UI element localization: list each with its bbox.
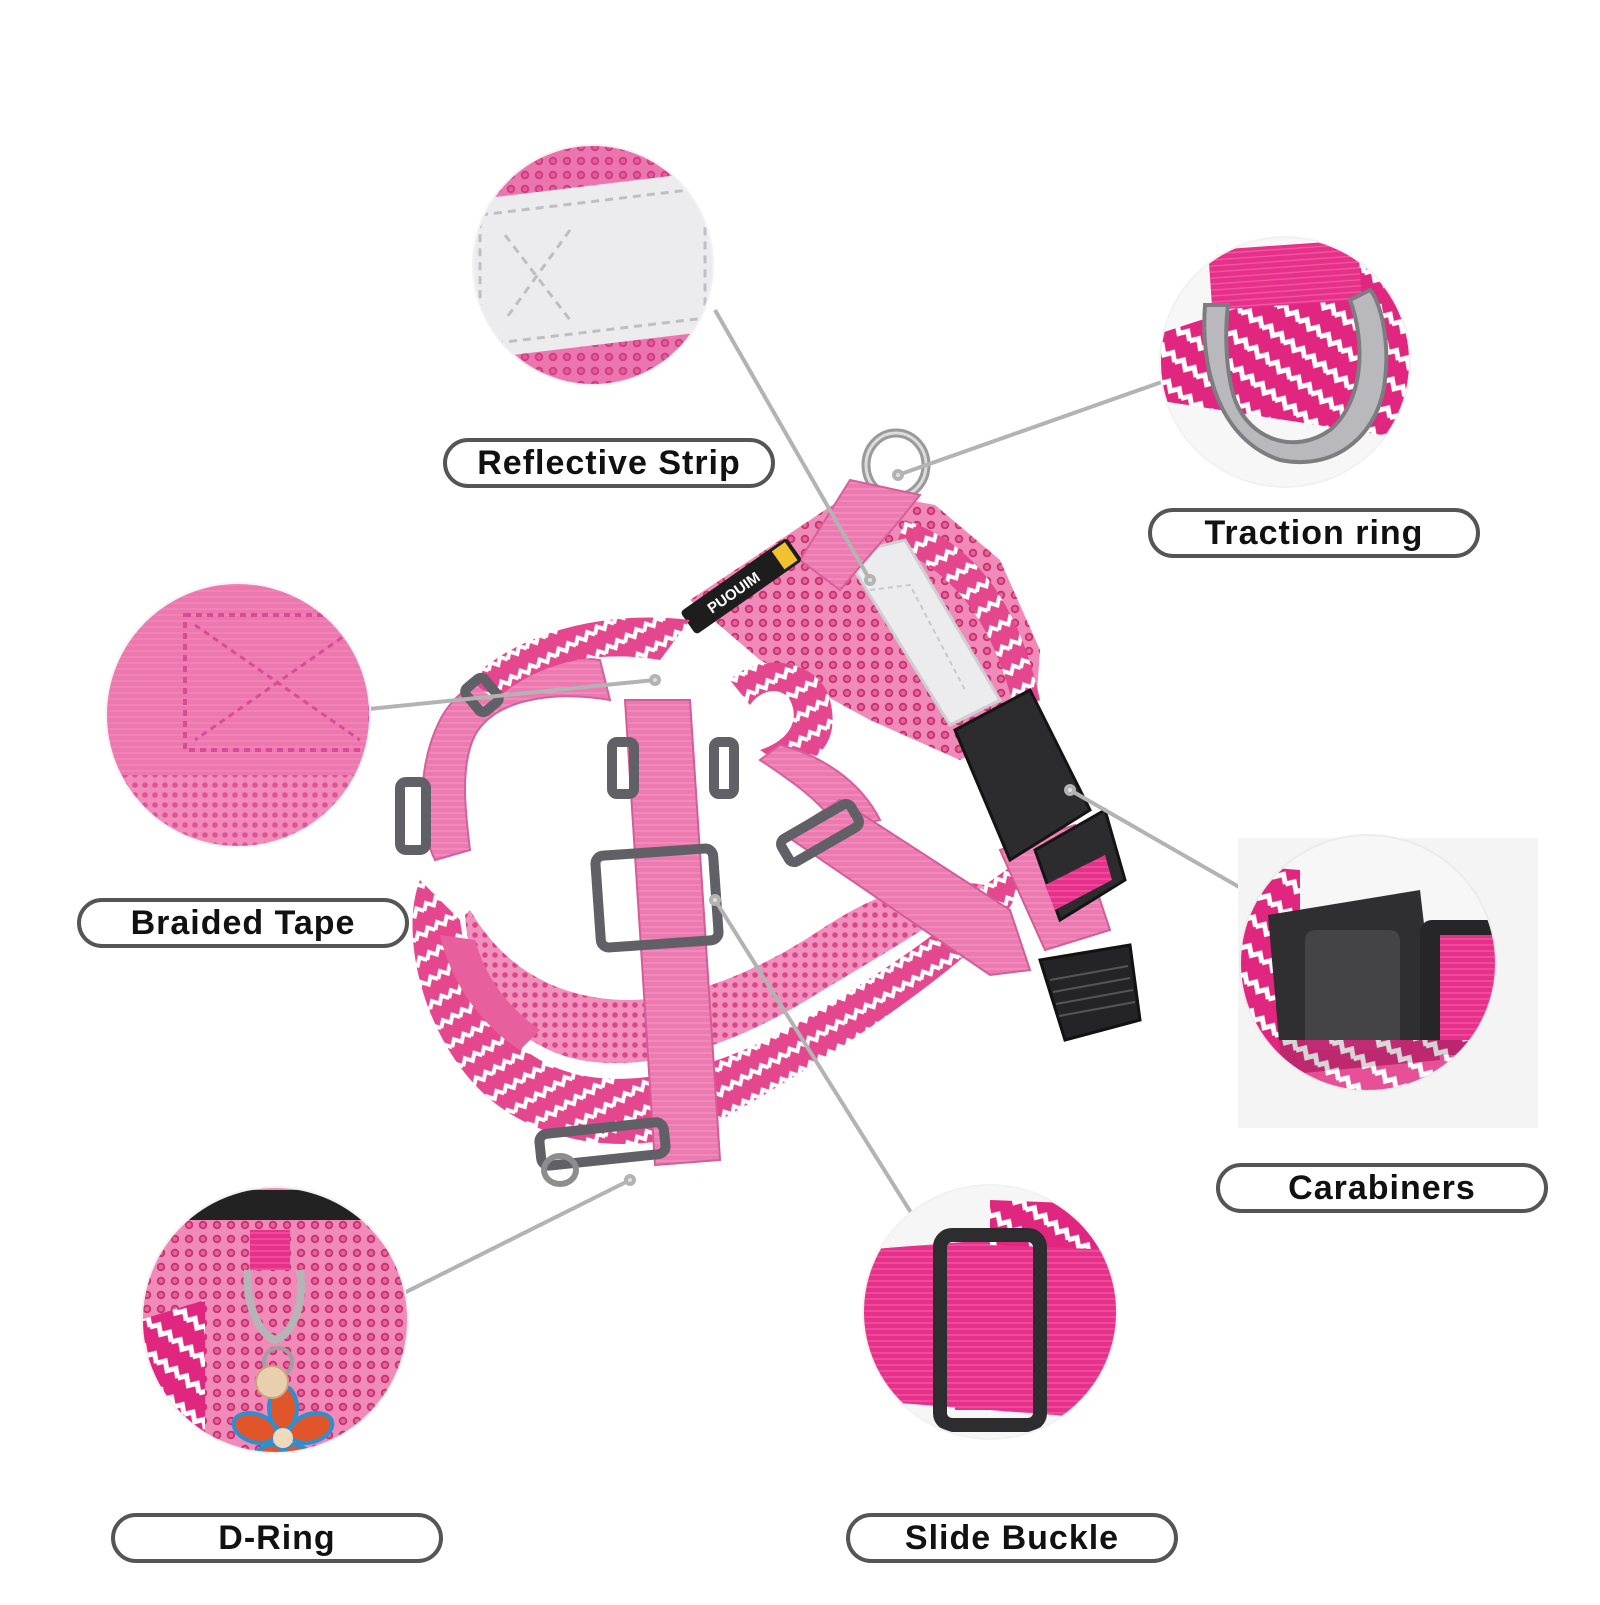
center-chest-strap bbox=[623, 699, 722, 1167]
label-d-ring: D-Ring bbox=[111, 1513, 443, 1563]
detail-d-ring bbox=[142, 1187, 408, 1453]
d-ring-metal bbox=[541, 1153, 579, 1187]
detail-reflective-strip bbox=[473, 145, 713, 385]
detail-braided-tape bbox=[106, 583, 370, 847]
label-carabiners: Carabiners bbox=[1216, 1163, 1548, 1213]
reflective-strip bbox=[842, 538, 1003, 727]
side-release-buckle bbox=[953, 687, 1142, 1042]
detail-traction-ring bbox=[1160, 237, 1410, 487]
label-traction-ring: Traction ring bbox=[1148, 508, 1480, 558]
label-braided-tape: Braided Tape bbox=[77, 898, 409, 948]
slide-buckle bbox=[590, 843, 724, 953]
label-slide-buckle: Slide Buckle bbox=[846, 1513, 1178, 1563]
label-reflective-strip: Reflective Strip bbox=[443, 438, 775, 488]
detail-carabiners bbox=[1240, 835, 1496, 1091]
detail-slide-buckle bbox=[863, 1185, 1117, 1439]
harness-main-product: PUOUIM bbox=[395, 428, 1142, 1187]
chest-mesh-pad bbox=[465, 882, 985, 1064]
leader-lines bbox=[289, 309, 1376, 1347]
